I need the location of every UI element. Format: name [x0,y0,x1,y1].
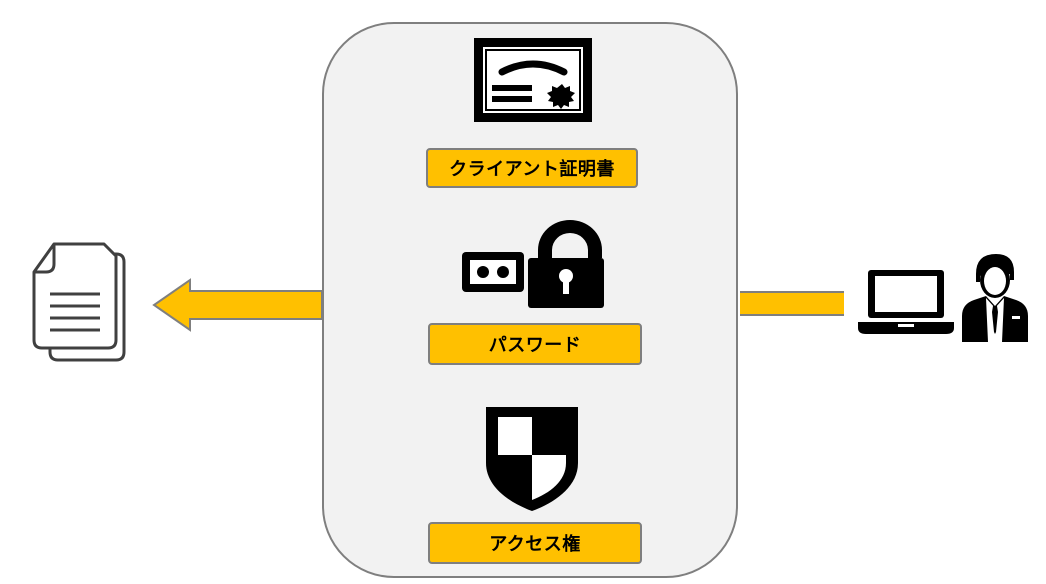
output-arrow [152,278,324,332]
access-rights-label: アクセス権 [428,522,642,564]
password-label: パスワード [428,323,642,365]
document-icon [30,240,130,362]
laptop-icon [858,266,954,336]
certificate-icon [474,38,592,122]
shield-icon [484,405,580,511]
client-certificate-label: クライアント証明書 [426,148,638,188]
password-lock-icon [462,220,604,308]
businessman-icon [958,250,1032,342]
input-connector [740,291,844,316]
